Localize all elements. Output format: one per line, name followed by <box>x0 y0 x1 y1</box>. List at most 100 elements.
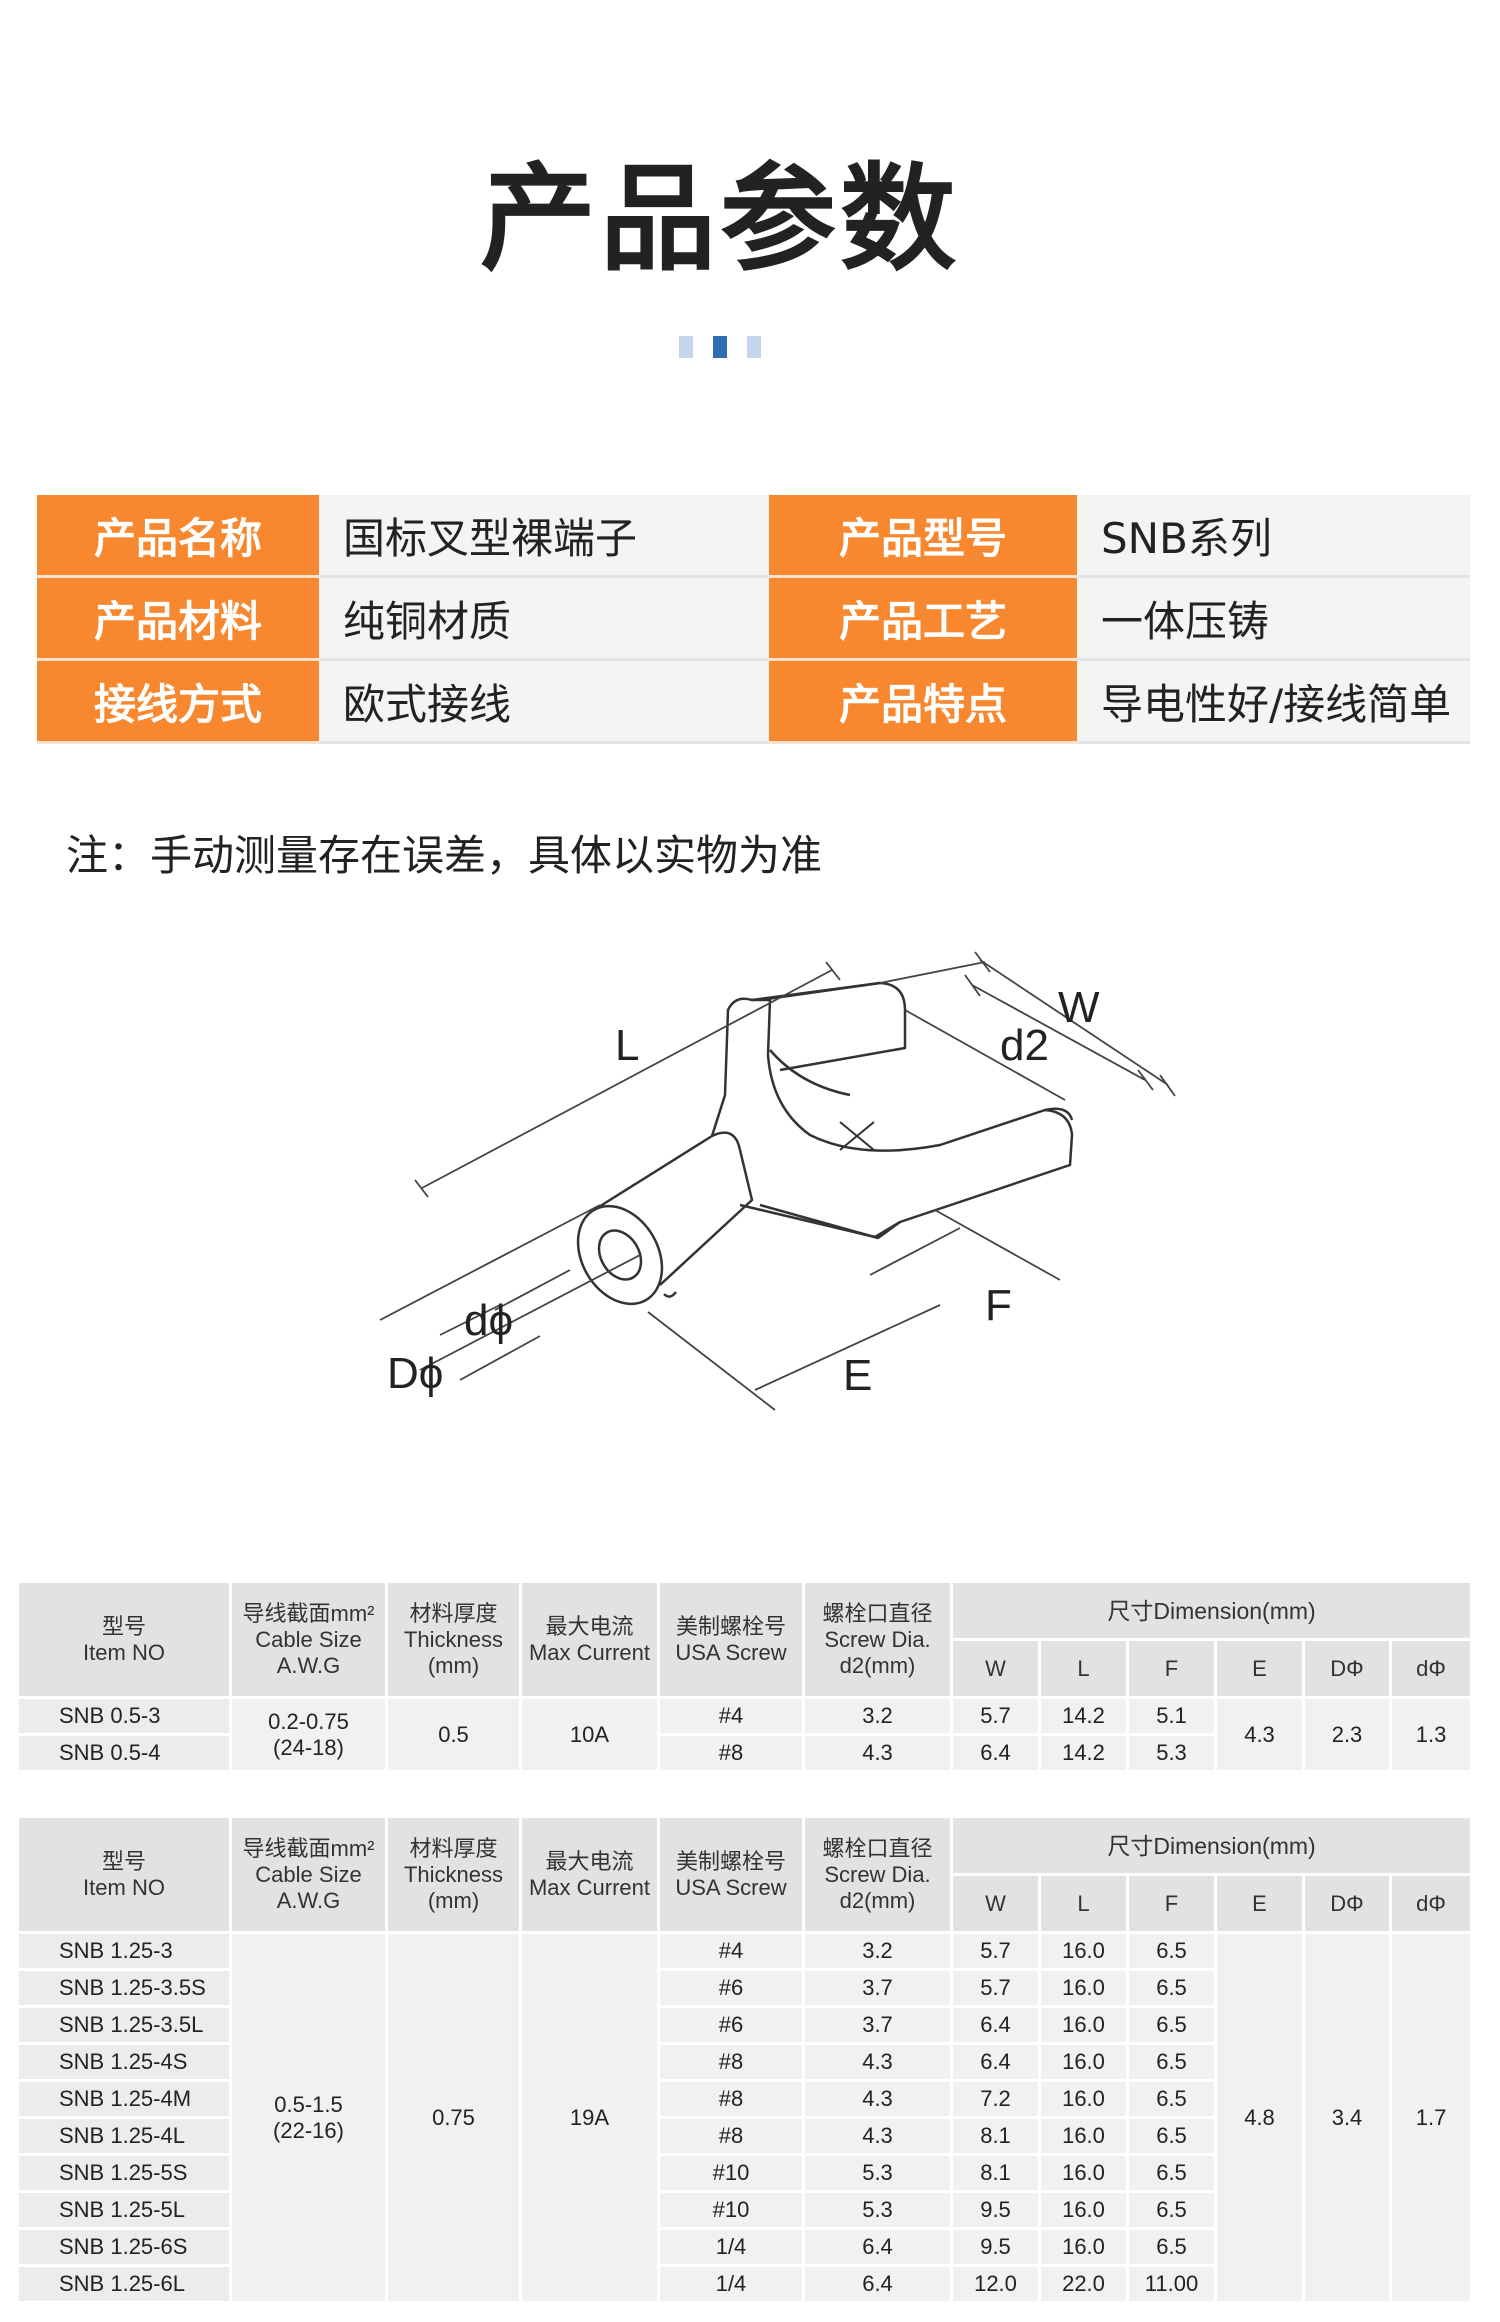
header-cable-size-line: 导线截面mm² <box>242 1600 375 1626</box>
cell-dim-l: 16.0 <box>1038 2227 1129 2267</box>
cell-screw-dia: 4.3 <box>802 2042 953 2082</box>
cell-dim-f: 6.5 <box>1126 2042 1217 2082</box>
cell-screw-dia: 3.2 <box>802 1696 953 1736</box>
header-dim-col: L <box>1038 1638 1129 1699</box>
label-L: L <box>615 1021 639 1070</box>
cell-dim-w: 5.7 <box>950 1931 1041 1971</box>
header-dim-col: DΦ <box>1302 1638 1392 1699</box>
cell-dim-l: 16.0 <box>1038 2190 1129 2230</box>
header-thickness-line: Thickness <box>403 1626 504 1652</box>
cell-dim-f: 5.3 <box>1126 1733 1217 1773</box>
cell-dim-f: 5.1 <box>1126 1696 1217 1736</box>
header-dim-col: F <box>1126 1873 1217 1934</box>
cell-max-current: 10A <box>519 1696 660 1773</box>
header-dim-col: dΦ <box>1388 1873 1474 1934</box>
header-thickness-line: 材料厚度 <box>409 1600 498 1626</box>
spec-label: 接线方式 <box>37 659 319 744</box>
cell-screw-dia: 3.7 <box>802 2005 953 2045</box>
spec-label: 产品型号 <box>769 495 1077 578</box>
cell-cable-size: 0.5-1.5(22-16) <box>229 1931 388 2304</box>
cell-dim-w: 6.4 <box>950 2042 1041 2082</box>
cell-dim-w: 9.5 <box>950 2190 1041 2230</box>
header-screw-dia-line: Screw Dia. <box>824 1626 931 1652</box>
cell-dim-l: 14.2 <box>1038 1696 1129 1736</box>
cable-size-line: (24-18) <box>273 1734 344 1760</box>
cell-dim-f: 11.00 <box>1126 2264 1217 2304</box>
header-cable-size-line: A.W.G <box>276 1887 341 1913</box>
label-W: W <box>1058 983 1100 1032</box>
cell-dim-w: 5.7 <box>950 1696 1041 1736</box>
cell-screw-dia: 5.3 <box>802 2190 953 2230</box>
cell-dim-l: 16.0 <box>1038 2005 1129 2045</box>
cell-usa-screw: #8 <box>657 1733 805 1773</box>
cell-usa-screw: 1/4 <box>657 2264 805 2304</box>
cell-screw-dia: 6.4 <box>802 2227 953 2267</box>
header-usa-screw-line: 美制螺栓号 <box>675 1848 786 1874</box>
header-dimension: 尺寸Dimension(mm) <box>949 1580 1474 1641</box>
header-thickness-line: (mm) <box>427 1887 480 1913</box>
fork-terminal-diagram: L W d2 dϕ Dϕ F E <box>379 951 1176 1411</box>
spec-value: 纯铜材质 <box>319 576 769 661</box>
header-dim-col: E <box>1214 1638 1305 1699</box>
cell-dim-l: 22.0 <box>1038 2264 1129 2304</box>
spec-label: 产品材料 <box>37 576 319 661</box>
header-dim-col: F <box>1126 1638 1217 1699</box>
divider-dot <box>747 336 761 358</box>
cell-usa-screw: #10 <box>657 2190 805 2230</box>
header-dim-col: W <box>950 1638 1041 1699</box>
header-cable-size-line: A.W.G <box>276 1652 341 1678</box>
spec-value: 国标叉型裸端子 <box>319 495 769 578</box>
header-usa-screw-line: USA Screw <box>675 1639 787 1665</box>
header-item-no-line: 型号 <box>101 1613 146 1639</box>
header-usa-screw-line: USA Screw <box>675 1874 787 1900</box>
cell-item-no: SNB 1.25-4S <box>16 2042 232 2082</box>
cell-dim-f: 6.5 <box>1126 2227 1217 2267</box>
cell-usa-screw: #6 <box>657 2005 805 2045</box>
cell-usa-screw: #4 <box>657 1931 805 1971</box>
measurement-note: 注：手动测量存在误差，具体以实物为准 <box>66 831 823 880</box>
cell-usa-screw: #6 <box>657 1968 805 2008</box>
cell-dim-l: 16.0 <box>1038 2116 1129 2156</box>
cell-usa-screw: #8 <box>657 2042 805 2082</box>
header-cable-size-line: Cable Size <box>255 1861 362 1887</box>
header-screw-dia-line: Screw Dia. <box>824 1861 931 1887</box>
header-screw-dia-line: d2(mm) <box>839 1887 916 1913</box>
cell-dim-w: 6.4 <box>950 2005 1041 2045</box>
cell-dim-D-phi: 2.3 <box>1302 1696 1392 1773</box>
cell-screw-dia: 6.4 <box>802 2264 953 2304</box>
cell-thickness: 0.5 <box>385 1696 522 1773</box>
header-max-current-line: 最大电流 <box>545 1848 634 1874</box>
cell-screw-dia: 4.3 <box>802 2079 953 2119</box>
cable-size-line: (22-16) <box>273 2117 344 2143</box>
label-D-phi: Dϕ <box>387 1349 443 1398</box>
cell-dim-w: 12.0 <box>950 2264 1041 2304</box>
cell-item-no: SNB 1.25-4M <box>16 2079 232 2119</box>
cell-dim-D-phi: 3.4 <box>1302 1931 1392 2304</box>
cell-dim-e: 4.3 <box>1214 1696 1305 1773</box>
cell-dim-w: 5.7 <box>950 1968 1041 2008</box>
cell-max-current: 19A <box>519 1931 660 2304</box>
header-screw-dia-line: d2(mm) <box>839 1652 916 1678</box>
header-dim-col: W <box>950 1873 1041 1934</box>
cable-size-line: 0.5-1.5 <box>274 2091 343 2117</box>
cell-item-no: SNB 1.25-5L <box>16 2190 232 2230</box>
header-max-current-line: 最大电流 <box>545 1613 634 1639</box>
cell-screw-dia: 3.2 <box>802 1931 953 1971</box>
spec-label: 产品特点 <box>769 659 1077 744</box>
